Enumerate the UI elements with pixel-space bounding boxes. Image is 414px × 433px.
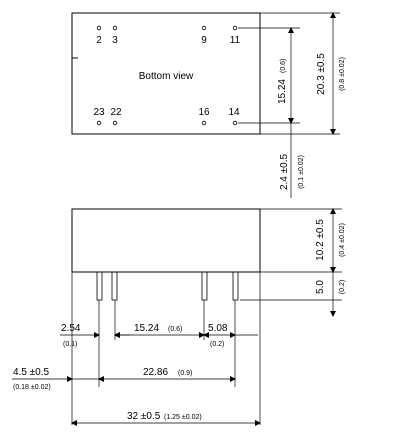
side-pin-4 — [232, 271, 239, 301]
dim-pitch-right-inch: (0.2) — [210, 341, 224, 348]
bottom-view-body — [71, 12, 261, 135]
dim-pin-group-span: 15.24 — [134, 323, 159, 334]
dim-width: 20.3 ±0.5 — [316, 53, 327, 95]
pin-16-dot — [201, 120, 207, 126]
pin-14-label: 14 — [228, 107, 240, 118]
pin-2-label: 2 — [96, 35, 102, 46]
pin-23-dot — [96, 120, 102, 126]
side-pin-1 — [96, 271, 103, 301]
dim-outer-pin-span: 22.86 — [143, 367, 168, 378]
dim-pin-length-inch: (0.2) — [339, 280, 346, 294]
dim-pin-row-spacing-inch: (0.6) — [280, 59, 287, 73]
side-pin-2 — [111, 271, 118, 301]
dim-length: 32 ±0.5 — [127, 411, 161, 422]
side-view-body — [71, 208, 261, 273]
pin-3-dot — [112, 25, 118, 31]
pin-9-label: 9 — [201, 35, 207, 46]
pin-2-dot — [96, 25, 102, 31]
dim-pin-length: 5.0 — [315, 280, 326, 294]
dim-pin-row-spacing: 15.24 — [277, 79, 288, 104]
dim-length-inch: (1.25 ±0.02) — [164, 414, 202, 421]
pin-14-dot — [232, 120, 238, 126]
dim-edge-to-pin-inch: (0.1 ±0.02) — [298, 155, 305, 189]
dim-edge-offset: 4.5 ±0.5 — [13, 367, 50, 378]
dim-pitch-left: 2.54 — [61, 323, 81, 334]
dim-pin-group-span-inch: (0.6) — [168, 326, 182, 333]
dim-edge-offset-inch: (0.18 ±0.02) — [13, 384, 51, 391]
bottom-view-label: Bottom view — [139, 71, 194, 82]
pin-3-label: 3 — [112, 35, 118, 46]
pin-22-dot — [112, 120, 118, 126]
pin-11-label: 11 — [230, 35, 241, 46]
dim-edge-to-pin: 2.4 ±0.5 — [279, 154, 290, 191]
dim-pitch-left-inch: (0.1) — [63, 341, 77, 348]
pin-11-dot — [232, 25, 238, 31]
pin-23-label: 23 — [93, 107, 105, 118]
dim-pitch-right: 5.08 — [208, 323, 228, 334]
dim-height-inch: (0.4 ±0.02) — [339, 223, 346, 257]
pin-9-dot — [201, 25, 207, 31]
dim-width-inch: (0.8 ±0.02) — [339, 57, 346, 91]
dim-outer-pin-span-inch: (0.9) — [178, 370, 192, 377]
pin-22-label: 22 — [110, 107, 122, 118]
side-pin-3 — [201, 271, 208, 301]
dim-height: 10.2 ±0.5 — [315, 219, 326, 261]
pin-16-label: 16 — [198, 107, 210, 118]
